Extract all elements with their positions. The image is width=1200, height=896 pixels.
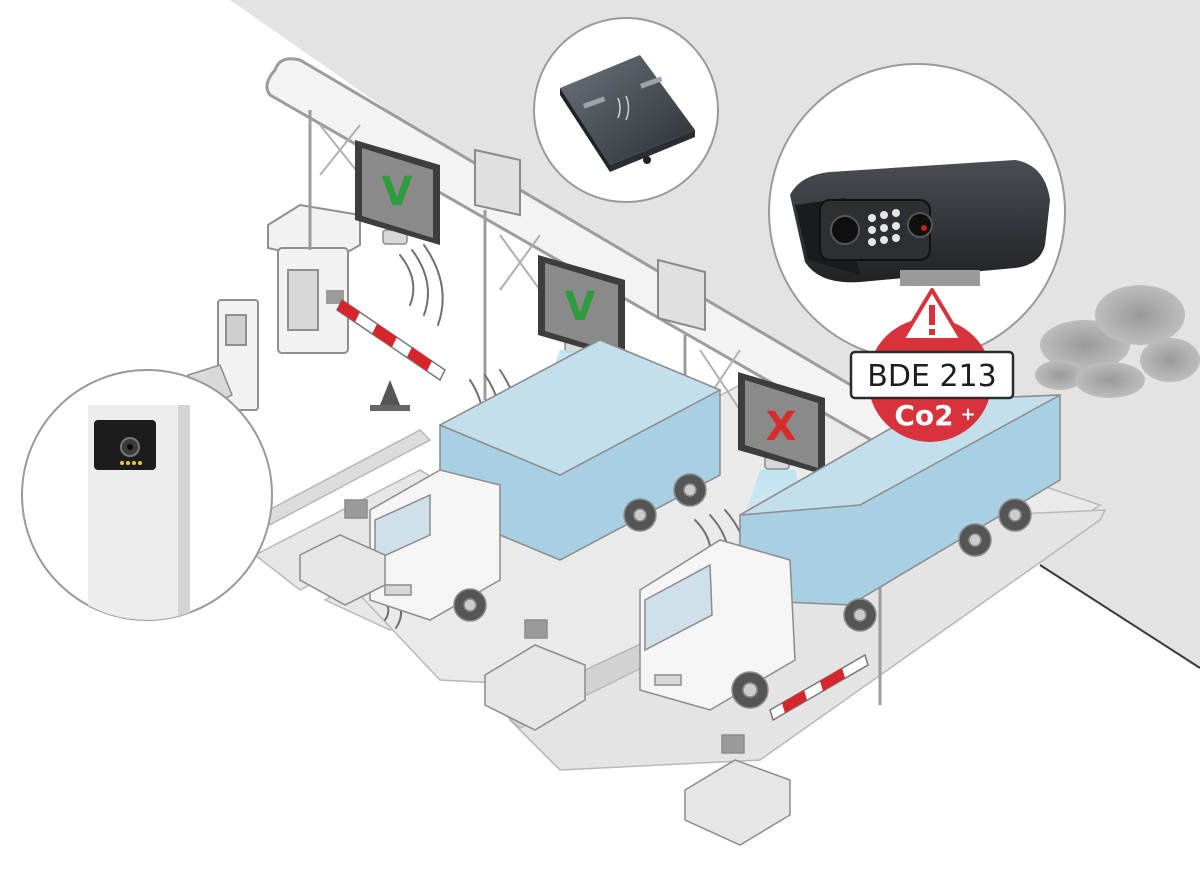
traffic-cone	[370, 380, 410, 411]
exhaust-smoke	[1035, 285, 1200, 398]
sign-1-symbol: V	[382, 169, 413, 215]
license-plate: BDE 213	[849, 350, 1015, 400]
alert-label-suffix: +	[960, 404, 975, 425]
gantry-rfid-antenna-1	[474, 148, 521, 217]
truck-1	[369, 339, 722, 622]
inset-kiosk-camera	[21, 369, 273, 621]
sign-3: X	[738, 372, 825, 475]
rfid-reader-icon	[560, 55, 695, 172]
gantry-rfid-antenna-2	[657, 258, 706, 332]
sign-2-symbol: V	[565, 284, 596, 330]
warning-icon	[900, 288, 964, 342]
inset-rfid-reader	[533, 17, 719, 203]
sign-3-symbol: X	[766, 404, 797, 450]
inset-anpr-camera	[768, 63, 1066, 361]
truck-2	[639, 394, 1061, 711]
kiosk-camera-icon	[88, 405, 190, 620]
sign-1: V	[355, 140, 440, 245]
lane-bollards	[187, 364, 791, 846]
entrance-barrier	[326, 290, 446, 382]
sign-2: V	[538, 255, 625, 360]
license-plate-number: BDE 213	[867, 359, 996, 394]
alert-label: Co2	[894, 399, 953, 432]
exit-barrier	[769, 653, 869, 722]
anpr-camera-icon	[790, 160, 1050, 286]
toll-booth	[217, 203, 361, 411]
